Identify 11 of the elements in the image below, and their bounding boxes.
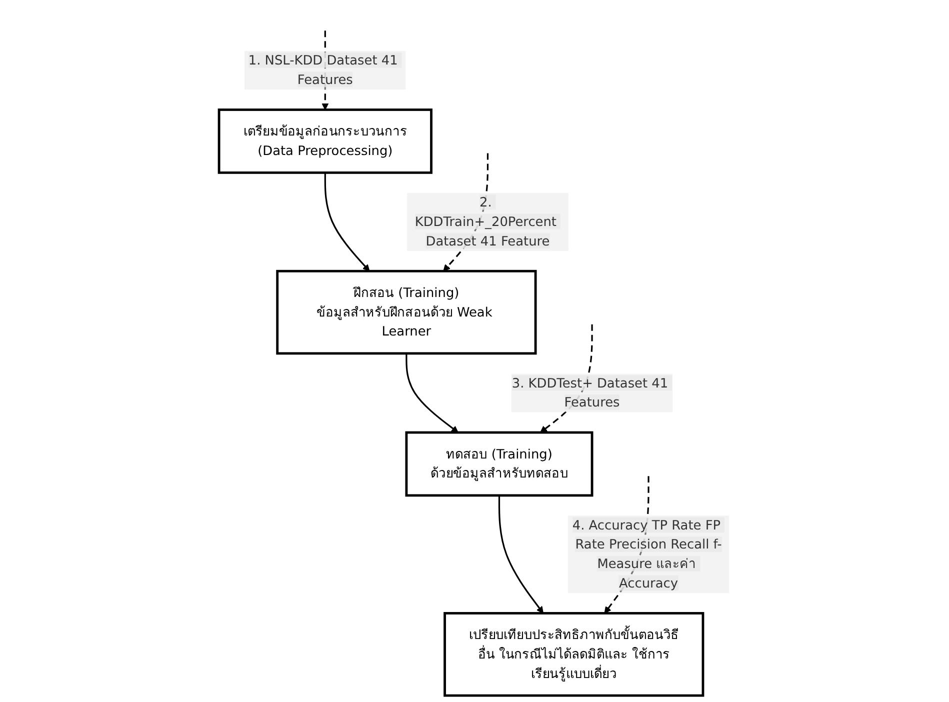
arrow: [324, 172, 370, 272]
edge-label: 4. Accuracy TP Rate FP Rate Precision Recall f-Measure และค่า Accuracy: [572, 517, 722, 591]
node-box: เปรียบเทียบประสิทธิภาพกับขั้นตอนวิธีอื่น ในกรณีไม่ได้ลดมิติและ ใช้การเรียนรู้แบบเดี่ยว: [444, 612, 705, 697]
arrow: [406, 353, 459, 433]
edge-label: 1. NSL-KDD Dataset 41 Features: [248, 52, 398, 88]
arrow: [498, 495, 544, 614]
edge-label: 2. KDDTrain+_20Percent Dataset 41 Feature: [415, 194, 557, 249]
node-box: ฝึกสอน (Training) ข้อมูลสำหรับฝึกสอนด้วย Weak Learner: [276, 270, 538, 355]
node-box: ทดสอบ (Training) ด้วยข้อมูลสำหรับทดสอบ: [406, 431, 594, 497]
edge-label: 3. KDDTest+ Dataset 41 Features: [512, 375, 668, 410]
node-box: เตรียมข้อมูลก่อนกระบวนการ (Data Preprocessing): [218, 108, 433, 174]
